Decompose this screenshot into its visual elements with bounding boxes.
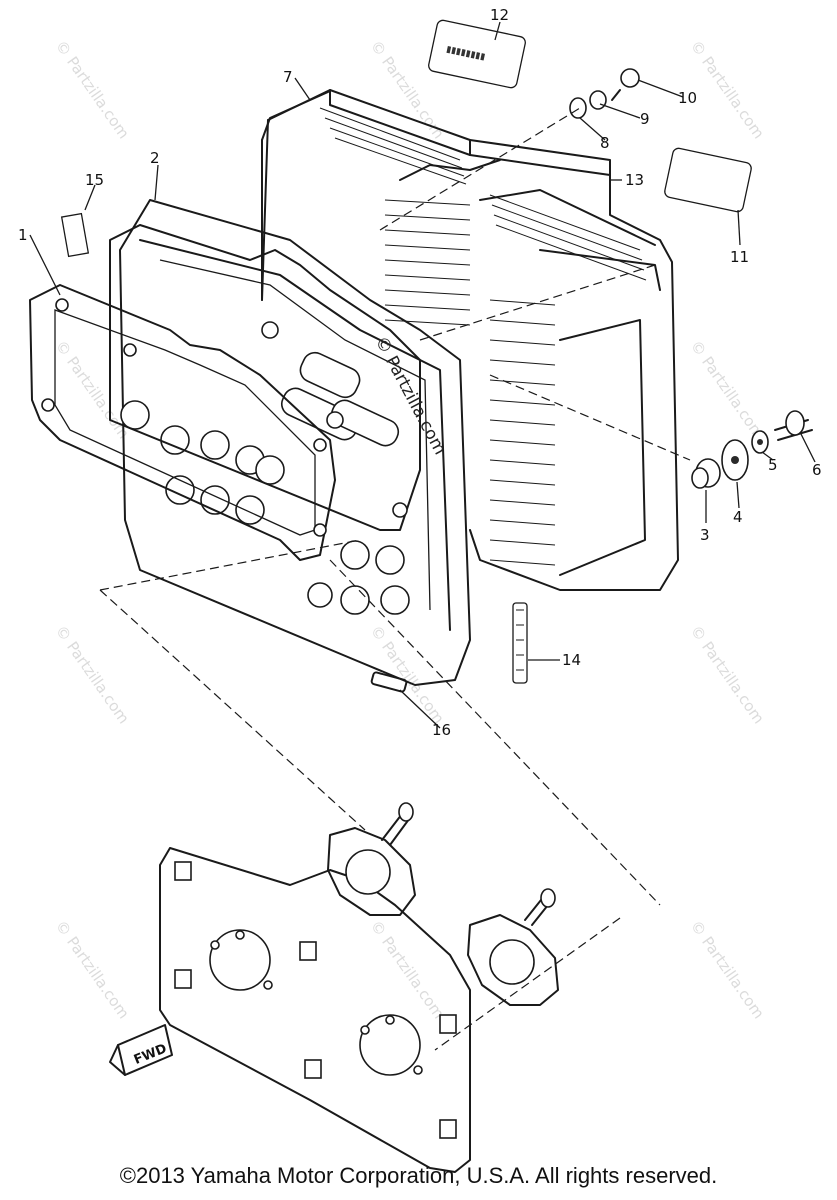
watermark: © Partzilla.com [367, 622, 448, 727]
washer-part-9 [589, 90, 607, 110]
cooling-fins-top [319, 107, 647, 281]
label-part-11 [664, 147, 752, 213]
callout-6: 6 [812, 461, 822, 479]
callout-15: 15 [85, 171, 104, 189]
callout-10: 10 [678, 89, 697, 107]
screw-right [524, 888, 556, 926]
watermark: © Partzilla.com [52, 337, 133, 442]
callout-11: 11 [730, 248, 749, 266]
label-part-12: ▮▮▮▮▮▮▮▮ [428, 19, 526, 89]
callout-3: 3 [700, 526, 710, 544]
washer-part-8 [569, 97, 587, 119]
strip-part-16 [370, 671, 408, 693]
copyright-notice: ©2013 Yamaha Motor Corporation, U.S.A. A… [119, 1163, 718, 1188]
leader-lines [29, 21, 816, 729]
watermark: © Partzilla.com [687, 37, 768, 142]
callout-7: 7 [283, 68, 293, 86]
washer-part-4 [721, 439, 749, 481]
watermark: © Partzilla.com [687, 337, 768, 442]
watermark: © Partzilla.com [367, 37, 448, 142]
watermark: © Partzilla.com [367, 917, 448, 1022]
screw-left [381, 802, 414, 846]
svg-text:▮▮▮▮▮▮▮▮: ▮▮▮▮▮▮▮▮ [445, 45, 486, 63]
screw-part-10 [611, 68, 640, 101]
air-filter-element [119, 199, 471, 686]
callout-13: 13 [625, 171, 644, 189]
callout-14: 14 [562, 651, 581, 669]
bolt-part-6 [774, 410, 813, 441]
watermark: © Partzilla.com [52, 37, 133, 142]
clip-part-15 [60, 212, 90, 258]
mounting-plate [159, 847, 471, 1173]
callout-1: 1 [18, 226, 28, 244]
element-frame [109, 224, 421, 531]
gasket [29, 284, 336, 561]
joint-ring-left [327, 827, 416, 916]
air-cleaner-case [261, 89, 679, 591]
callout-5: 5 [768, 456, 778, 474]
callout-4: 4 [733, 508, 743, 526]
callout-16: 16 [432, 721, 451, 739]
fwd-arrow: FWD [109, 1024, 173, 1076]
callout-9: 9 [640, 110, 650, 128]
assembly-lines [99, 107, 691, 1051]
washer-part-5 [751, 430, 769, 454]
callout-2: 2 [150, 149, 160, 167]
watermark: © Partzilla.com [687, 917, 768, 1022]
cooling-fins-side [384, 199, 556, 566]
watermark: © Partzilla.com [687, 622, 768, 727]
callout-8: 8 [600, 134, 610, 152]
part-callouts: 1 2 3 4 5 6 7 8 9 10 11 12 13 14 15 16 [18, 6, 822, 739]
callout-12: 12 [490, 6, 509, 24]
joint-ring-right [467, 914, 559, 1006]
case-cover [261, 91, 501, 301]
watermark: © Partzilla.com [52, 622, 133, 727]
strip-part-14 [512, 602, 528, 684]
collar-part-3 [691, 458, 721, 489]
watermark: © Partzilla.com [52, 917, 133, 1022]
